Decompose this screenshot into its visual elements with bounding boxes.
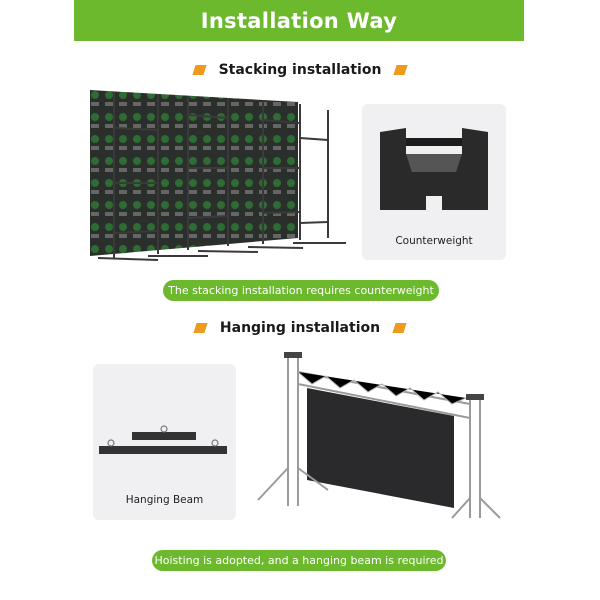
orange-marker-icon xyxy=(191,65,207,75)
counterweight-card: Counterweight xyxy=(362,104,506,260)
orange-marker-icon xyxy=(392,323,407,333)
page-title: Installation Way xyxy=(200,8,398,33)
hanging-beam-caption: Hanging Beam xyxy=(125,494,204,506)
stacking-title-text: Stacking installation xyxy=(218,62,382,78)
hanging-note-text: Hoisting is adopted, and a hanging beam … xyxy=(154,554,444,567)
stacking-section-title: Stacking installation xyxy=(0,62,600,78)
stacked-led-panels-icon xyxy=(90,90,346,261)
orange-marker-icon xyxy=(193,323,208,333)
header-banner: Installation Way xyxy=(74,0,524,41)
stacking-image xyxy=(88,88,350,266)
stacking-note-text: The stacking installation requires count… xyxy=(168,284,434,297)
truss-led-screen-icon xyxy=(257,352,501,519)
hanging-title-text: Hanging installation xyxy=(219,320,381,336)
hanging-section-title: Hanging installation xyxy=(0,320,600,336)
orange-marker-icon xyxy=(393,65,409,75)
hanging-note-pill: Hoisting is adopted, and a hanging beam … xyxy=(152,550,446,571)
stacking-note-pill: The stacking installation requires count… xyxy=(163,280,439,301)
counterweight-caption: Counterweight xyxy=(395,235,473,247)
hanging-beam-card: Hanging Beam xyxy=(93,364,236,520)
hanging-beam-icon xyxy=(99,425,227,454)
hanging-image xyxy=(252,348,520,520)
counterweight-icon xyxy=(380,128,488,210)
